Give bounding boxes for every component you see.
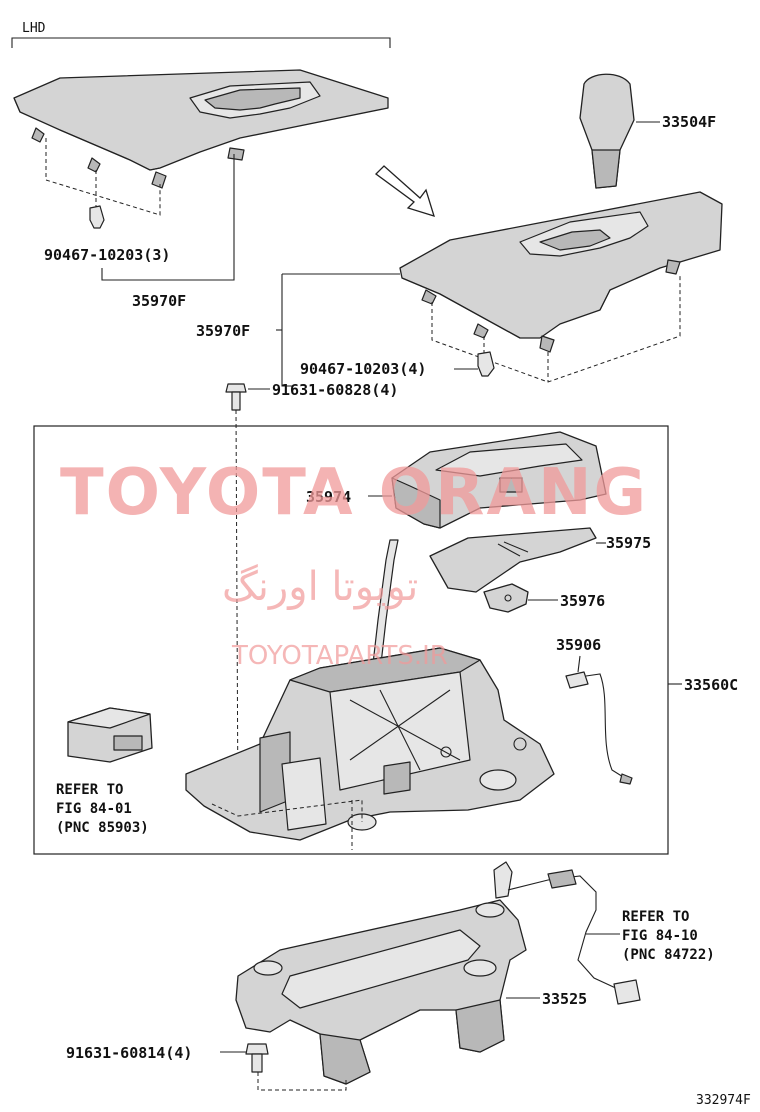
upper-cover-dashes	[45, 138, 161, 216]
shift-base	[185, 647, 555, 841]
refer-left-line3: (PNC 85903)	[56, 820, 149, 836]
label-bracket: 33525	[542, 990, 587, 1008]
indicator-plate	[429, 527, 597, 593]
refer-left-line1: REFER TO	[56, 782, 123, 798]
watermark-site: TOYOTAPARTS.IR	[231, 641, 448, 671]
label-bolt-upper: 91631-60828(4)	[272, 381, 398, 399]
main-console-cover	[399, 191, 723, 353]
refer-left-line2: FIG 84-01	[56, 801, 132, 817]
ecu-box	[67, 707, 153, 763]
lhd-label: LHD	[22, 21, 46, 36]
lhd-bracket	[11, 37, 391, 48]
refer-right-line3: (PNC 84722)	[622, 947, 715, 963]
refer-right-line1: REFER TO	[622, 909, 689, 925]
label-housing: 35974	[306, 488, 351, 506]
refer-right-line2: FIG 84-10	[622, 928, 698, 944]
label-clip-main: 90467-10203(4)	[300, 360, 426, 378]
figure-code: 332974F	[696, 1093, 751, 1108]
upper-bolt	[225, 383, 247, 411]
wire-harness	[493, 861, 641, 1005]
shift-knob	[579, 73, 635, 189]
watermark-farsi: تويوتا اورنگ	[222, 564, 418, 610]
slide-plate	[483, 583, 529, 613]
leader-cover-upper	[101, 154, 235, 281]
watermark-brand: TOYOTA ORANG	[60, 456, 648, 530]
mounting-bracket	[235, 899, 527, 1085]
bulb-socket	[565, 655, 633, 785]
label-knob: 33504F	[662, 113, 716, 131]
direction-arrow	[375, 165, 435, 217]
label-cover-upper: 35970F	[132, 292, 186, 310]
label-clip-upper: 90467-10203(3)	[44, 246, 170, 264]
upper-clip	[89, 205, 105, 229]
indicator-housing	[391, 431, 607, 529]
label-plate: 35975	[606, 534, 651, 552]
label-cover-main: 35970F	[196, 322, 250, 340]
label-bulb: 35906	[556, 636, 601, 654]
lower-bolt-dashes	[257, 1072, 347, 1091]
shift-base-dashes	[211, 799, 363, 850]
main-clip	[477, 351, 495, 377]
label-shift-assy: 33560C	[684, 676, 738, 694]
upper-console-cover	[13, 69, 389, 189]
leader-cover-main-bracket	[281, 274, 292, 387]
assembly-frame	[33, 425, 669, 855]
label-slide: 35976	[560, 592, 605, 610]
label-bolt-lower: 91631-60814(4)	[66, 1044, 192, 1062]
lower-bolt	[245, 1043, 269, 1073]
